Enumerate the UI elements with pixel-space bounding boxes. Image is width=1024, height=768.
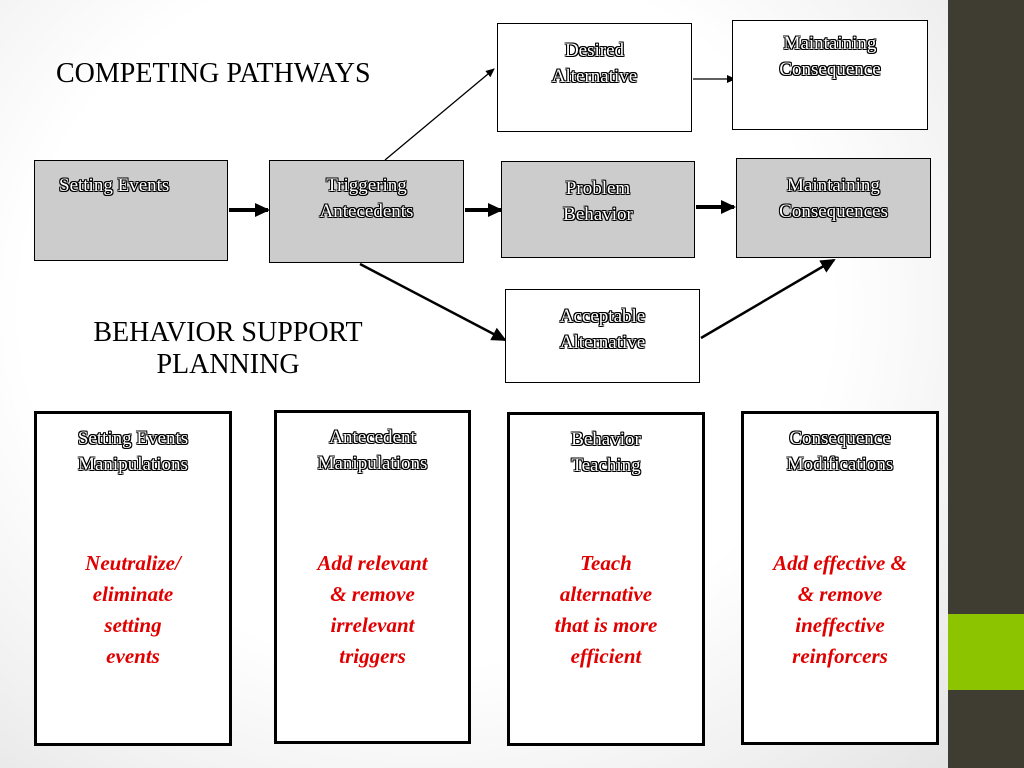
problem-behavior-box: Problem Behavior xyxy=(501,161,695,258)
antecedent-manipulations-title: Antecedent Manipulations xyxy=(317,427,428,474)
maintaining-consequences-label: Maintaining Consequences xyxy=(779,175,888,222)
consequence-modifications-title: Consequence Modifications xyxy=(786,428,894,475)
maintaining-consequence-box: Maintaining Consequence xyxy=(732,20,928,130)
maintaining-consequence-label: Maintaining Consequence xyxy=(779,33,881,80)
behavior-teaching-box: Behavior Teaching Teach alternative that… xyxy=(507,412,705,746)
setting-events-manipulations-title: Setting Events Manipulations xyxy=(77,428,189,475)
desired-alternative-label: Desired Alternative xyxy=(551,40,638,87)
triggering-antecedents-box: Triggering Antecedents xyxy=(269,160,464,263)
arrow-acceptable-to-consequences xyxy=(700,258,836,340)
arrow-triggering-to-acceptable xyxy=(359,262,507,342)
pathway-arrows xyxy=(229,68,836,342)
acceptable-alternative-label: Acceptable Alternative xyxy=(559,306,646,353)
arrow-triggering-to-desired xyxy=(384,68,495,161)
behavior-teaching-title: Behavior Teaching xyxy=(571,429,641,476)
behavior-teaching-strategy: Teach alternative that is more efficient xyxy=(554,551,658,668)
setting-events-label: Setting Events xyxy=(59,175,170,196)
setting-events-manipulations-box: Setting Events Manipulations Neutralize/… xyxy=(34,411,232,746)
triggering-antecedents-label: Triggering Antecedents xyxy=(319,175,414,222)
consequence-modifications-box: Consequence Modifications Add effective … xyxy=(741,411,939,745)
acceptable-alternative-box: Acceptable Alternative xyxy=(505,289,700,383)
consequence-strategy: Add effective & & remove ineffective rei… xyxy=(773,551,907,668)
maintaining-consequences-box: Maintaining Consequences xyxy=(736,158,931,258)
antecedent-strategy: Add relevant & remove irrelevant trigger… xyxy=(317,551,428,668)
setting-events-box: Setting Events xyxy=(34,160,228,261)
antecedent-manipulations-box: Antecedent Manipulations Add relevant & … xyxy=(274,410,471,744)
setting-events-strategy: Neutralize/ eliminate setting events xyxy=(85,551,181,668)
competing-pathways-heading: COMPETING PATHWAYS xyxy=(56,58,371,89)
problem-behavior-label: Problem Behavior xyxy=(563,178,633,225)
behavior-support-planning-heading: BEHAVIOR SUPPORT PLANNING xyxy=(93,317,363,380)
desired-alternative-box: Desired Alternative xyxy=(497,23,692,132)
sidebar-accent-square xyxy=(948,614,1024,690)
